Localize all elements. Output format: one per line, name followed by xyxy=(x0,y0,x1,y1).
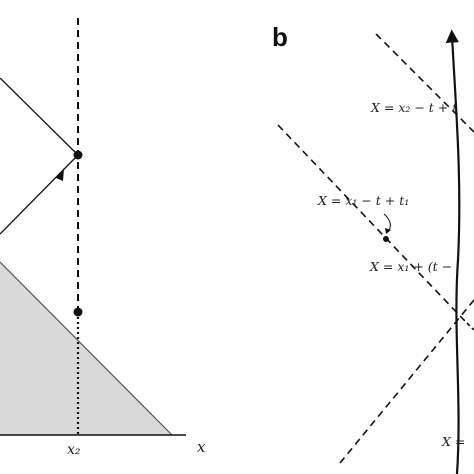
event-point-b xyxy=(383,236,389,242)
event-point-lower xyxy=(73,307,83,317)
ray-upper xyxy=(0,77,79,156)
shaded-region-edge xyxy=(0,261,173,436)
event-point-upper xyxy=(73,150,83,160)
dashed-line-upper xyxy=(375,33,474,133)
ray-lower xyxy=(0,154,79,235)
label-bottom: X = xyxy=(441,434,465,449)
panel-b: b X = x₂ − t + t X = x₁ − t + t₁ X = x₁ … xyxy=(272,22,474,474)
tick-label-x2: x₂ xyxy=(67,442,81,458)
panel-a: x₂ x xyxy=(0,18,206,458)
panel-letter-b: b xyxy=(272,22,288,52)
label-upper: X = x₂ − t + t xyxy=(370,100,458,115)
label-lower: X = x₁ + (t − xyxy=(369,259,452,274)
label-mid: X = x₁ − t + t₁ xyxy=(317,193,409,208)
x-axis-label: x xyxy=(197,438,206,456)
dashed-line-long xyxy=(277,124,463,319)
dashed-line-continuation xyxy=(461,317,474,331)
label-pointer-arrowhead-icon xyxy=(385,228,391,234)
worldline-curve xyxy=(445,29,461,474)
ray-arrow-icon xyxy=(56,168,64,181)
